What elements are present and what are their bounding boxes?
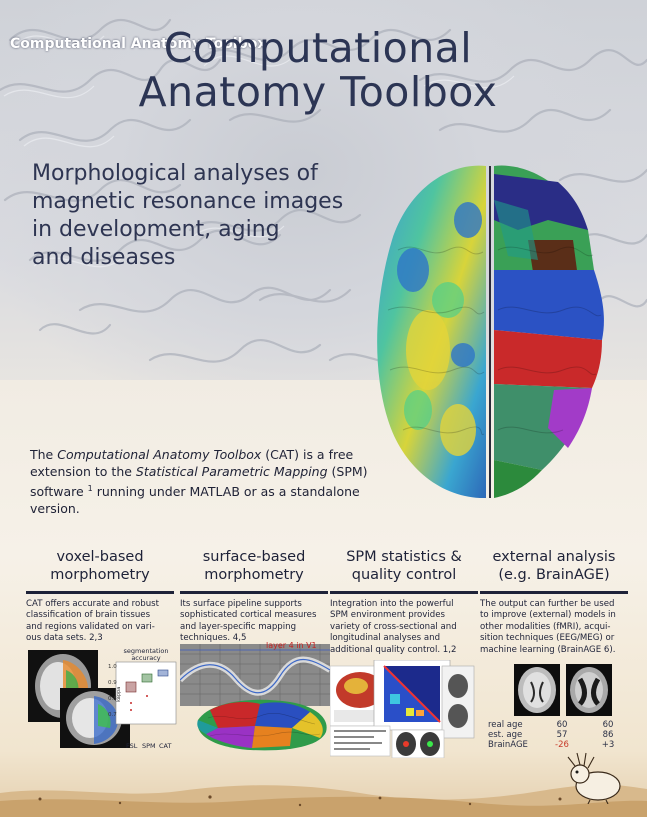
column-title-line: quality control [351,567,457,583]
subtitle-line-4: and diseases [32,245,176,270]
seg-xtick: SPM [142,742,156,750]
brainage-value: 86 [602,730,614,740]
seg-title-1: segmentation [124,648,169,655]
intro-text: (CAT) is a free [261,447,354,462]
intro-text: extension to the [30,464,136,479]
mascot-illustration [567,752,621,804]
intro-text: software [30,484,88,500]
column-title-line: SPM statistics & [346,549,462,565]
brainage-value: 57 [556,730,568,740]
column-voxel-based: voxel-based morphometry CAT offers accur… [26,548,174,645]
intro-text: The [30,447,58,462]
seg-xtick: FSL [126,742,138,750]
subtitle-line-1: Morphological analyses of [32,161,318,186]
brain-atlas-illustration [377,165,604,498]
column-external-analysis: external analysis (e.g. BrainAGE) The ou… [480,548,628,656]
cat-name: Computational Anatomy Toolbox [57,447,262,462]
column-description: Integration into the powerful SPM enviro… [330,599,478,656]
column-title-line: morphometry [50,567,150,583]
column-description: The output can further be used to improv… [480,599,628,656]
brainage-row: est. age 57 86 [488,730,628,740]
surface-figure: layer 4 in V1 [180,641,330,751]
intro-text: running under MATLAB or as a standalone … [30,484,360,517]
column-divider [330,591,478,594]
brainage-label: real age [488,720,523,730]
column-description: Its surface pipeline supports sophistica… [180,599,328,645]
gyri-pattern [0,18,647,365]
text-line: CAT offers accurate and robust [26,599,160,609]
text-line: and layer-specific mapping [180,621,297,632]
spm-statistics-figure [330,660,475,758]
text-line: variety of cross-sectional and [330,621,457,632]
text-line: SPM environment provides [330,610,445,621]
brainage-row: BrainAGE -26 +3 [488,740,628,750]
column-divider [180,591,328,594]
column-title: voxel-based morphometry [26,548,174,588]
seg-ytick: 0.7 [108,712,117,718]
brainage-value: +3 [601,740,615,750]
brainage-value: -26 [555,740,569,750]
text-line: The output can further be used [480,599,615,609]
spm-name: Statistical Parametric Mapping [135,464,328,479]
seg-ytick: 0.8 [108,696,117,702]
reference-number: 1 [87,484,93,493]
text-line: sophisticated cortical measures [180,610,317,621]
desert-ground [0,774,647,817]
column-divider [480,591,628,594]
text-line: techniques. 4,5 [180,633,247,644]
subtitle-line-2: magnetic resonance images [32,189,344,214]
brainage-label: est. age [488,730,523,740]
text-line: Its surface pipeline supports [180,599,302,609]
column-title-line: morphometry [204,567,304,583]
subtitle-line-3: in development, aging [32,217,280,242]
title-line-1: Computational [163,24,473,72]
intro-paragraph: The Computational Anatomy Toolbox (CAT) … [30,446,380,517]
brainage-value: 60 [602,720,614,730]
column-surface-based: surface-based morphometry Its surface pi… [180,548,328,645]
text-line: to improve (external) models in [480,610,616,621]
layer-label: layer 4 in V1 [266,641,317,650]
seg-ytick: 0.9 [108,680,117,686]
seg-ylabel: kappa [116,687,122,702]
brainage-row: real age 60 60 [488,720,628,730]
page-title: Computational Anatomy Toolbox [128,26,508,114]
title-line-2: Anatomy Toolbox [138,68,498,116]
text-line: other modalities (fMRI), acqui- [480,621,611,632]
seg-title-2: accuracy [131,654,160,662]
text-line: longitudinal analyses and [330,633,441,644]
column-title-line: voxel-based [56,549,144,565]
text-line: sition techniques (EEG/MEG) or [480,633,615,644]
column-title: external analysis (e.g. BrainAGE) [480,548,628,588]
seg-ytick: 1.0 [108,664,117,670]
text-line: Integration into the powerful [330,599,454,609]
seg-xtick: CAT [159,742,171,750]
column-title-line: surface-based [202,549,306,565]
text-line: ous data sets. 2,3 [26,633,103,644]
column-divider [26,591,174,594]
column-title-line: (e.g. BrainAGE) [498,567,610,583]
segmentation-figure: segmentation accuracy 1.0 0.9 0.8 0.7 ka… [28,648,177,750]
brainage-table: real age 60 60 est. age 57 86 BrainAGE -… [488,720,628,750]
text-line: additional quality control. 1,2 [330,644,457,655]
brainage-label: BrainAGE [488,740,528,750]
column-title: SPM statistics & quality control [330,548,478,588]
column-title-line: external analysis [492,549,616,565]
corner-label: Computational Anatomy Toolbox [10,36,267,52]
brainage-value: 60 [556,720,568,730]
column-title: surface-based morphometry [180,548,328,588]
intro-text: (SPM) [327,464,368,479]
subtitle: Morphological analyses of magnetic reson… [32,160,372,272]
text-line: machine learning (BrainAGE 6). [480,644,616,655]
column-description: CAT offers accurate and robust classific… [26,599,174,645]
column-spm-statistics: SPM statistics & quality control Integra… [330,548,478,656]
text-line: and regions validated on vari- [26,621,155,632]
brainage-mri-figure [514,664,612,716]
text-line: classification of brain tissues [26,610,151,621]
